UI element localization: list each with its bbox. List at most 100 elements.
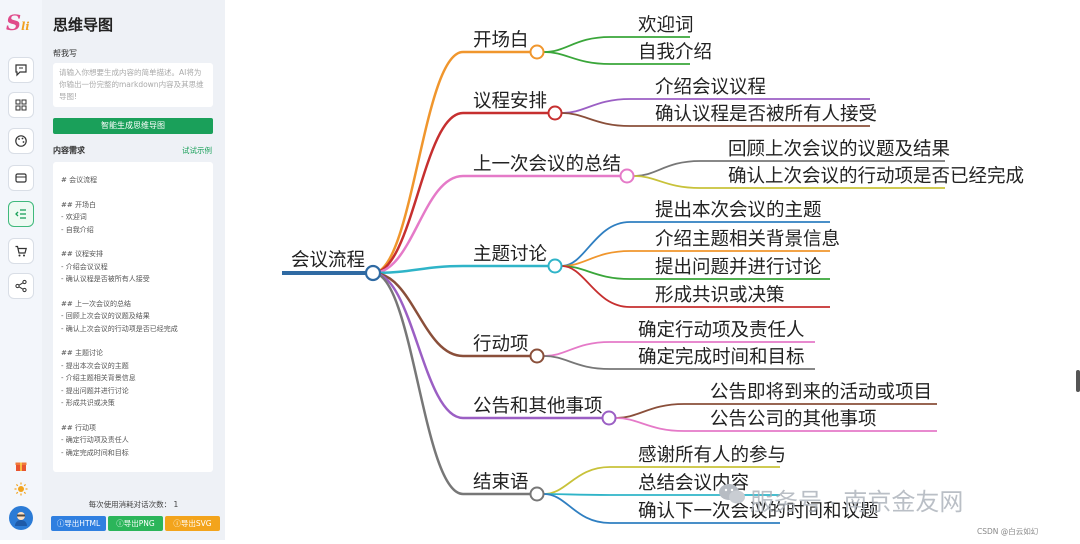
branch-connector <box>372 271 464 420</box>
grid-icon[interactable] <box>8 92 34 118</box>
content-line <box>61 335 205 347</box>
child-label[interactable]: 公告公司的其他事项 <box>710 408 877 429</box>
child-label[interactable]: 提出问题并进行讨论 <box>655 256 822 277</box>
child-connector <box>561 112 631 127</box>
branch-label[interactable]: 结束语 <box>473 471 529 492</box>
child-connector <box>543 493 611 496</box>
credit-text: CSDN @白云如幻 <box>977 527 1039 536</box>
child-connector <box>543 51 611 65</box>
content-textarea[interactable]: # 会议流程 ## 开场白 - 欢迎词 - 自我介绍 ## 议程安排 - 介绍会议议程… <box>53 162 213 472</box>
content-line: ## 主题讨论 <box>61 349 103 358</box>
branch-label[interactable]: 公告和其他事项 <box>473 395 603 416</box>
branch-node[interactable] <box>529 44 545 60</box>
content-line <box>61 236 205 248</box>
child-label[interactable]: 确定完成时间和目标 <box>638 346 805 367</box>
content-line: - 形成共识或决策 <box>61 399 115 408</box>
child-connector <box>615 403 685 419</box>
page-title: 思维导图 <box>53 16 114 34</box>
content-line: - 确认上次会议的行动项是否已经完成 <box>61 324 178 333</box>
content-line: - 欢迎词 <box>61 213 87 222</box>
branch-node[interactable] <box>601 410 617 426</box>
wallet-icon[interactable] <box>8 165 34 191</box>
child-label[interactable]: 介绍会议议程 <box>655 76 766 97</box>
branch-connector <box>372 271 464 496</box>
content-line: # 会议流程 <box>61 176 98 184</box>
child-label[interactable]: 确定行动项及责任人 <box>638 319 805 340</box>
content-line: - 确定完成时间和目标 <box>61 448 129 457</box>
child-label[interactable]: 形成共识或决策 <box>655 284 785 305</box>
branch-connector <box>372 174 464 275</box>
root-label[interactable]: 会议流程 <box>291 249 365 270</box>
child-label[interactable]: 介绍主题相关背景信息 <box>655 228 840 249</box>
icon-sidebar: Sli <box>0 0 43 540</box>
child-connector <box>633 175 701 189</box>
branch-label[interactable]: 开场白 <box>473 29 529 50</box>
content-line: - 提出本次会议的主题 <box>61 361 129 370</box>
export-svg-button[interactable]: ⓘ导出SVG <box>165 516 220 531</box>
content-line: - 回顾上次会议的议题及结果 <box>61 312 150 321</box>
prompt-input[interactable]: 请输入你想要生成内容的简单描述。AI将为你输出一份完整的markdown内容及其… <box>53 63 213 107</box>
content-line: ## 议程安排 <box>61 250 103 259</box>
branch-label[interactable]: 上一次会议的总结 <box>473 153 621 174</box>
cart-icon[interactable] <box>8 238 34 264</box>
content-line: ## 行动项 <box>61 423 96 432</box>
child-connector <box>543 36 611 53</box>
child-connector <box>561 98 631 114</box>
branch-node[interactable] <box>547 258 563 274</box>
child-label[interactable]: 确认下一次会议的时间和议题 <box>638 500 879 521</box>
branch-node[interactable] <box>619 168 635 184</box>
scroll-handle[interactable] <box>1076 370 1080 392</box>
content-line <box>61 286 205 298</box>
mindmap-list-icon[interactable] <box>8 201 34 227</box>
branch-connector <box>372 271 464 358</box>
input-panel: 思维导图 帮我写 请输入你想要生成内容的简单描述。AI将为你输出一份完整的mar… <box>42 0 225 540</box>
branch-node[interactable] <box>529 486 545 502</box>
avatar[interactable] <box>9 506 33 530</box>
child-connector <box>561 265 631 308</box>
child-connector <box>543 466 611 495</box>
root-node[interactable] <box>364 264 382 282</box>
child-connector <box>543 355 611 370</box>
child-label[interactable]: 感谢所有人的参与 <box>638 444 786 465</box>
mindmap-canvas[interactable]: 开场白 欢迎词自我介绍议程安排 介绍会议议程确认议程是否被所有人接受上一次会议的总结… <box>225 0 1080 540</box>
export-png-button[interactable]: ⓘ导出PNG <box>108 516 163 531</box>
child-label[interactable]: 公告即将到来的活动或项目 <box>710 381 932 402</box>
content-line: ## 上一次会议的总结 <box>61 299 131 308</box>
palette-icon[interactable] <box>8 128 34 154</box>
child-label[interactable]: 确认上次会议的行动项是否已经完成 <box>728 165 1024 186</box>
branch-node[interactable] <box>547 105 563 121</box>
child-label[interactable]: 回顾上次会议的议题及结果 <box>728 138 950 159</box>
child-connector <box>633 160 701 177</box>
branch-node[interactable] <box>529 348 545 364</box>
gift-icon[interactable] <box>12 457 30 475</box>
child-label[interactable]: 确认议程是否被所有人接受 <box>655 103 877 124</box>
content-line: - 自我介绍 <box>61 225 94 234</box>
child-label[interactable]: 自我介绍 <box>638 41 712 62</box>
branch-connector <box>372 264 464 275</box>
content-line: - 介绍会议议程 <box>61 262 108 271</box>
app-logo[interactable]: Sli <box>6 10 30 35</box>
share-icon[interactable] <box>8 273 34 299</box>
child-connector <box>543 341 611 357</box>
content-line <box>61 186 205 198</box>
branch-connector <box>372 111 464 275</box>
child-label[interactable]: 提出本次会议的主题 <box>655 199 822 220</box>
content-line: - 介绍主题相关背景信息 <box>61 374 136 383</box>
content-line: - 确认议程是否被所有人接受 <box>61 275 150 284</box>
child-label[interactable]: 欢迎词 <box>638 14 694 35</box>
branch-label[interactable]: 议程安排 <box>473 90 547 111</box>
branch-label[interactable]: 主题讨论 <box>473 243 548 264</box>
child-connector <box>561 221 631 267</box>
sun-icon[interactable] <box>12 480 30 498</box>
content-line: ## 开场白 <box>61 200 96 209</box>
branch-label[interactable]: 行动项 <box>473 333 529 354</box>
generate-button[interactable]: 智能生成思维导图 <box>53 118 213 134</box>
try-example-link[interactable]: 试试示例 <box>182 146 212 155</box>
usage-info: 每次使用消耗对话次数： 1 <box>88 500 179 509</box>
content-line <box>61 409 205 421</box>
child-connector <box>543 493 611 524</box>
content-line: - 确定行动项及责任人 <box>61 436 129 445</box>
export-html-button[interactable]: ⓘ导出HTML <box>51 516 106 531</box>
chat-icon[interactable] <box>8 57 34 83</box>
